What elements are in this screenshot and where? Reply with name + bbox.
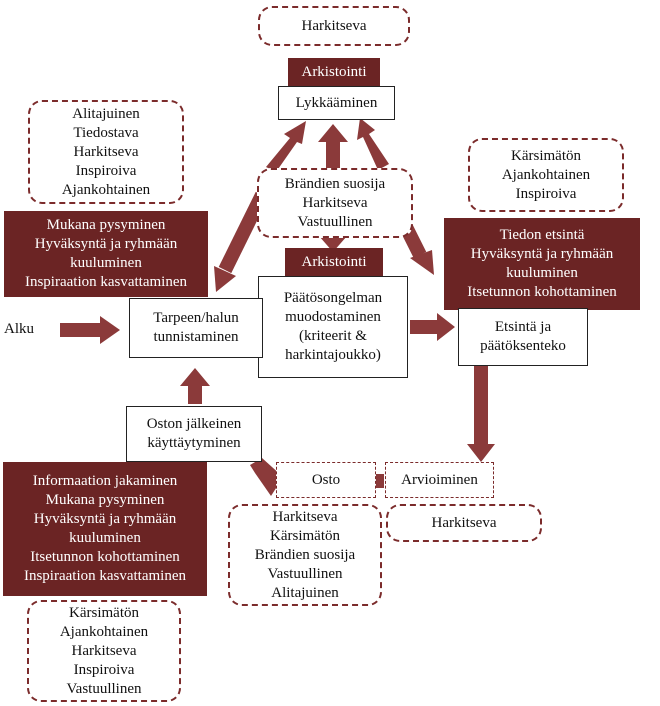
arrow-middle-to-need-shaft <box>218 191 269 274</box>
arrow-purchase-to-post <box>250 458 282 496</box>
segment-box-bottom-left: Kärsimätön Ajankohtainen Harkitseva Insp… <box>27 600 181 702</box>
segment-text: Inspiroiva <box>75 162 137 179</box>
archive-text: Arkistointi <box>301 253 367 270</box>
arrow-middle-to-search-head <box>410 250 434 275</box>
segment-box-evaluation: Harkitseva <box>386 504 542 542</box>
segment-text: Harkitseva <box>272 508 338 525</box>
motive-box-need: Mukana pysyminen Hyväksyntä ja ryhmään k… <box>4 211 208 297</box>
segment-text: Alitajuinen <box>72 105 140 122</box>
motive-text: Mukana pysyminen <box>46 217 166 233</box>
motive-text: Inspiraation kasvattaminen <box>24 274 188 290</box>
motive-text: kuuluminen <box>506 265 578 281</box>
stage-text: käyttäytyminen <box>147 435 241 451</box>
motive-text: Hyväksyntä ja ryhmään <box>470 246 614 262</box>
segment-box-top: Harkitseva <box>258 6 410 46</box>
segment-text: Alitajuinen <box>271 584 339 601</box>
motive-text: Tiedon etsintä <box>499 227 585 243</box>
stage-post-purchase: Oston jälkeinen käyttäytyminen <box>126 406 262 462</box>
motive-text: kuuluminen <box>69 530 141 546</box>
motive-text: Itsetunnon kohottaminen <box>467 284 617 300</box>
stage-text: Lykkääminen <box>295 94 378 111</box>
stage-text: tunnistaminen <box>153 329 239 345</box>
arrow-problem-to-search <box>410 313 455 341</box>
segment-text: Harkitseva <box>431 514 497 531</box>
archive-label-top: Arkistointi <box>288 58 380 86</box>
segment-box-middle: Brändien suosija Harkitseva Vastuullinen <box>257 168 413 238</box>
stage-problem-formation: Päätösongelman muodostaminen (kriteerit … <box>258 276 408 378</box>
stage-text: päätöksenteko <box>480 338 566 354</box>
stage-text: muodostaminen <box>285 309 381 325</box>
motive-text: Hyväksyntä ja ryhmään <box>34 236 178 252</box>
motive-box-post: Informaation jakaminen Mukana pysyminen … <box>3 462 207 596</box>
arrow-middle-to-need-head <box>214 266 236 292</box>
segment-text: Harkitseva <box>301 17 367 34</box>
stage-text: (kriteerit & <box>299 328 367 344</box>
stage-need-recognition: Tarpeen/halun tunnistaminen <box>129 298 263 358</box>
motive-text: Itsetunnon kohottaminen <box>30 549 180 565</box>
segment-text: Ajankohtainen <box>59 623 149 640</box>
segment-text: Harkitseva <box>71 642 137 659</box>
motive-text: Inspiraation kasvattaminen <box>23 568 187 584</box>
arrow-middle-to-postpone-right <box>357 118 389 170</box>
segment-text: Harkitseva <box>73 143 139 160</box>
start-label: Alku <box>4 321 34 337</box>
segment-text: Vastuullinen <box>267 565 343 582</box>
segment-text: Tiedostava <box>73 124 139 141</box>
segment-text: Ajankohtainen <box>501 166 591 183</box>
stage-text: Etsintä ja <box>494 319 552 335</box>
stage-text: Oston jälkeinen <box>146 416 242 432</box>
motive-text: Informaation jakaminen <box>32 473 178 489</box>
segment-text: Kärsimätön <box>270 527 340 544</box>
segment-text: Inspiroiva <box>73 661 135 678</box>
segment-box-right: Kärsimätön Ajankohtainen Inspiroiva <box>468 138 624 212</box>
archive-text: Arkistointi <box>301 63 367 80</box>
stage-purchase: Osto <box>276 462 376 498</box>
arrow-middle-to-postpone <box>318 124 348 170</box>
segment-text: Inspiroiva <box>515 185 577 202</box>
stage-search-decision: Etsintä ja päätöksenteko <box>458 308 588 366</box>
segment-text: Vastuullinen <box>297 213 373 230</box>
segment-text: Ajankohtainen <box>61 181 151 198</box>
segment-text: Kärsimätön <box>69 604 139 621</box>
stage-text: Arvioiminen <box>401 471 478 488</box>
segment-box-purchase: Harkitseva Kärsimätön Brändien suosija V… <box>228 504 382 606</box>
arrow-post-to-need <box>180 368 210 404</box>
segment-text: Vastuullinen <box>66 680 142 697</box>
stage-text: Osto <box>311 471 341 488</box>
segment-text: Kärsimätön <box>511 147 581 164</box>
segment-text: Brändien suosija <box>254 546 356 563</box>
archive-label-middle: Arkistointi <box>285 248 383 276</box>
motive-text: Hyväksyntä ja ryhmään <box>33 511 177 527</box>
motive-text: kuuluminen <box>70 255 142 271</box>
segment-box-top-left: Alitajuinen Tiedostava Harkitseva Inspir… <box>28 100 184 204</box>
stage-text: harkintajoukko) <box>285 347 381 363</box>
stage-evaluation: Arvioiminen <box>385 462 494 498</box>
arrow-start-to-need <box>60 316 120 344</box>
motive-text: Mukana pysyminen <box>45 492 165 508</box>
stage-text: Tarpeen/halun <box>153 310 239 326</box>
stage-postpone: Lykkääminen <box>278 86 395 120</box>
stage-text: Päätösongelman <box>283 290 383 306</box>
segment-text: Brändien suosija <box>284 175 386 192</box>
arrow-search-to-evaluation <box>467 365 495 462</box>
segment-text: Harkitseva <box>302 194 368 211</box>
arrow-middle-to-postpone-left <box>266 121 306 172</box>
motive-box-search: Tiedon etsintä Hyväksyntä ja ryhmään kuu… <box>444 218 640 310</box>
